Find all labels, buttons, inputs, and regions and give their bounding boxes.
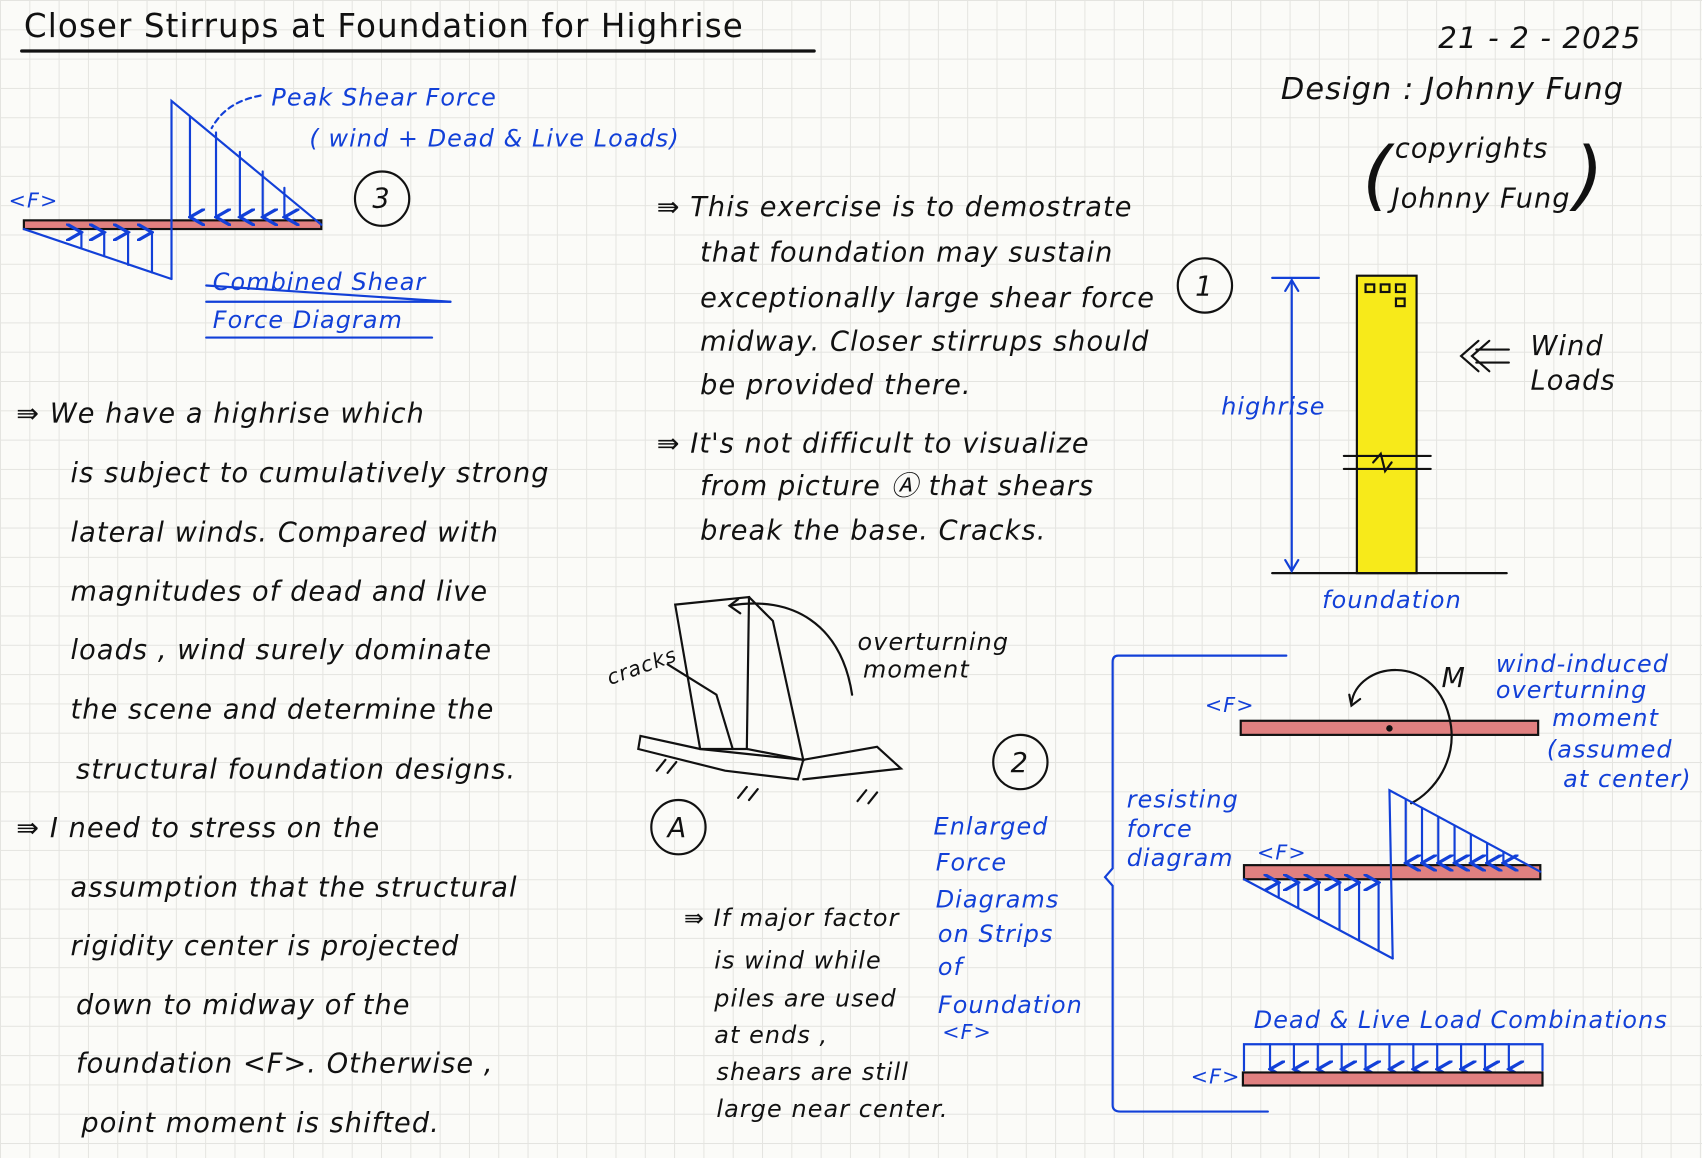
design-credit: Design : Johnny Fung: [1280, 70, 1625, 107]
caption-line1: Combined Shear: [212, 269, 427, 297]
circle-1: [1176, 257, 1234, 314]
text-line: Diagrams: [935, 886, 1060, 914]
text-line: rigidity center is projected: [70, 930, 460, 962]
paren-close: ): [1569, 130, 1604, 219]
text-line: of: [937, 954, 964, 982]
foundation-label: foundation: [1322, 587, 1462, 615]
text-line: from picture Ⓐ that shears: [700, 470, 1095, 502]
text-line: resisting: [1126, 786, 1239, 815]
highrise-label: highrise: [1221, 394, 1326, 422]
diagram-1-number: 1: [1195, 270, 1214, 302]
text-line: shears are still: [716, 1059, 910, 1087]
text-line: is subject to cumulatively strong: [70, 456, 550, 489]
text-line: the scene and determine the: [70, 693, 495, 726]
text-line: ⇛ It's not difficult to visualize: [656, 427, 1090, 460]
text-line: be provided there.: [700, 369, 972, 401]
text-line: ⇛ I need to stress on the: [16, 811, 381, 844]
foundation-label: <F>: [1190, 1064, 1241, 1089]
foundation-label: <F>: [1257, 841, 1307, 866]
text-line: ⇛ We have a highrise which: [16, 397, 425, 429]
peak-shear-label: Peak Shear Force: [271, 84, 497, 112]
copyright-line1: copyrights: [1394, 132, 1549, 164]
foundation-label: <F>: [8, 188, 59, 213]
circle-3: [353, 170, 411, 227]
text-line: overturning: [1495, 677, 1648, 705]
loads-label: Loads: [1530, 364, 1616, 397]
text-line: at ends ,: [714, 1022, 829, 1050]
diagram-a-label: A: [667, 811, 688, 844]
date: 21 - 2 - 2025: [1438, 21, 1642, 56]
text-line: assumption that the structural: [70, 871, 518, 904]
text-line: magnitudes of dead and live: [70, 575, 489, 607]
overturning-label: overturning: [857, 629, 1010, 657]
text-line: large near center.: [716, 1096, 949, 1124]
text-line: at center): [1563, 766, 1692, 794]
text-line: down to midway of the: [75, 988, 411, 1021]
text-line: loads , wind surely dominate: [70, 633, 493, 666]
combined-shear-diagram: [22, 94, 452, 339]
text-line: midway. Closer stirrups should: [700, 325, 1150, 358]
diagram-2-number: 2: [1010, 746, 1029, 779]
cracked-foundation-sketch: [637, 595, 904, 805]
text-line: is wind while: [714, 947, 882, 975]
text-line: force: [1126, 816, 1193, 844]
moment-symbol: M: [1441, 662, 1467, 694]
moment-label: moment: [862, 656, 970, 684]
text-line: that foundation may sustain: [700, 236, 1114, 269]
text-line: on Strips: [937, 921, 1054, 949]
paren-open: (: [1362, 130, 1395, 219]
text-line: moment: [1552, 705, 1660, 733]
diagram-3-number: 3: [372, 182, 391, 214]
text-line: wind-induced: [1495, 651, 1669, 679]
text-line: (assumed: [1546, 737, 1673, 765]
circle-a: [650, 798, 707, 856]
copyright-line2: Johnny Fung: [1391, 182, 1571, 214]
caption-line2: Force Diagram: [212, 307, 403, 335]
text-line: diagram: [1126, 845, 1234, 873]
text-line: Enlarged: [933, 814, 1049, 842]
text-line: piles are used: [714, 985, 897, 1013]
text-line: Foundation: [937, 992, 1083, 1020]
text-line: foundation <F>. Otherwise ,: [75, 1047, 494, 1079]
text-line: ⇛ This exercise is to demostrate: [656, 191, 1133, 223]
foundation-label: <F>: [1204, 693, 1255, 718]
circle-2: [992, 733, 1049, 791]
text-line: break the base. Cracks.: [700, 514, 1047, 547]
text-line: exceptionally large shear force: [700, 282, 1156, 314]
text-line: point moment is shifted.: [81, 1107, 440, 1139]
wind-label: Wind: [1530, 329, 1604, 362]
highrise-diagram: [1271, 274, 1510, 575]
page-title: Closer Stirrups at Foundation for Highri…: [23, 7, 744, 46]
text-line: lateral winds. Compared with: [70, 516, 500, 549]
enlarged-force-diagrams: [1103, 654, 1544, 1113]
dead-live-label: Dead & Live Load Combinations: [1253, 1007, 1668, 1035]
text-line: ⇛ If major factor: [683, 905, 900, 933]
text-line: <F>: [942, 1020, 992, 1045]
text-line: Force: [935, 849, 1008, 878]
text-line: structural foundation designs.: [75, 753, 517, 785]
peak-shear-sub: ( wind + Dead & Live Loads): [309, 125, 680, 154]
